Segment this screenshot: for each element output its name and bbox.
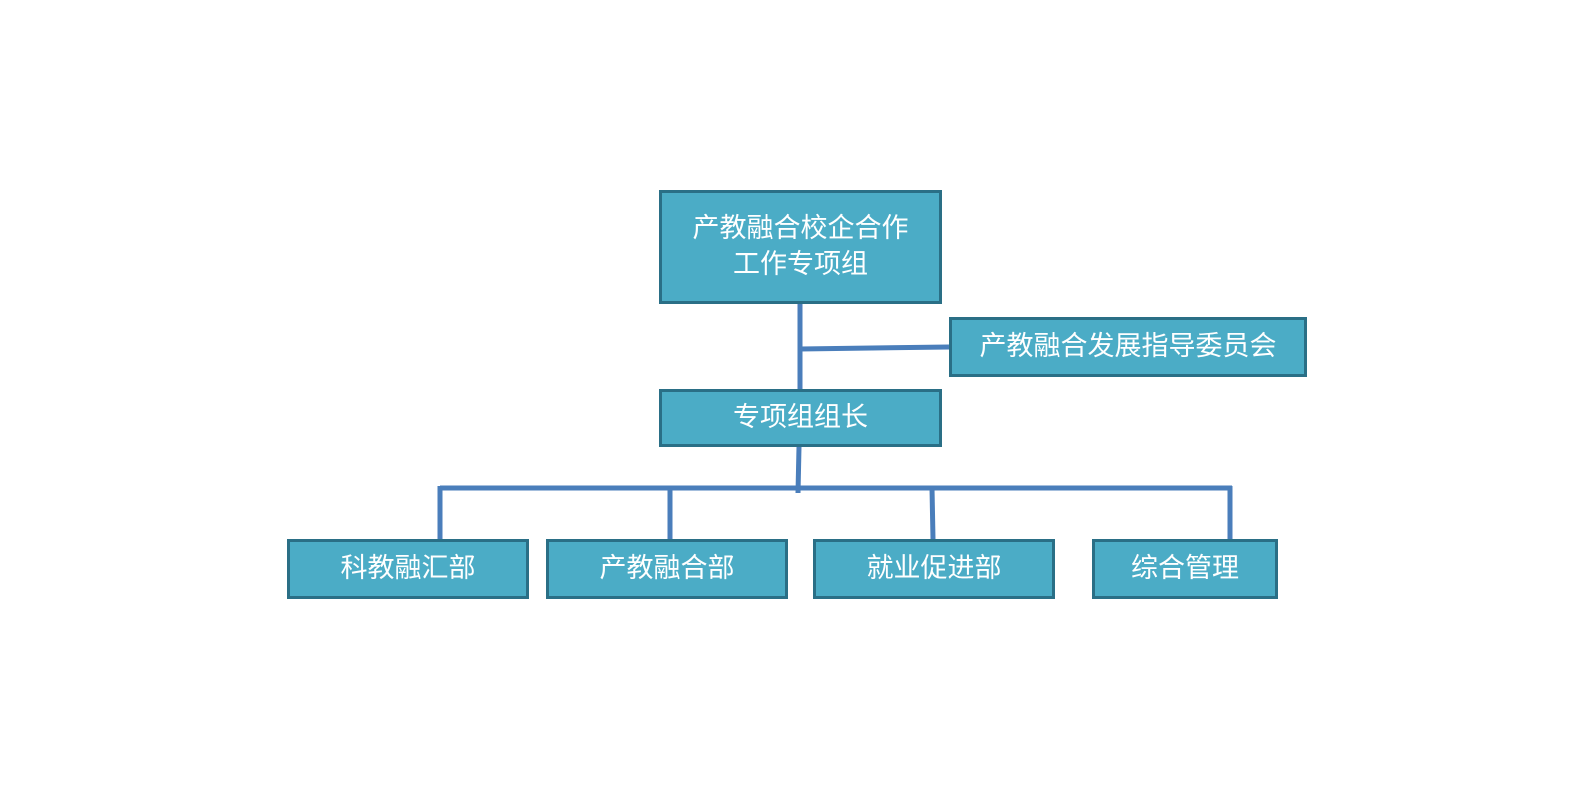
department-node-4: 综合管理 (1092, 539, 1278, 599)
advisory-committee-node: 产教融合发展指导委员会 (949, 317, 1307, 377)
connector-leader-down (795, 446, 802, 494)
group-leader-node: 专项组组长 (659, 389, 942, 447)
connector-to-dept-3 (929, 487, 936, 540)
department-node-2: 产教融合部 (546, 539, 788, 599)
connector-to-advisory (799, 344, 950, 352)
top-node-working-group: 产教融合校企合作 工作专项组 (659, 190, 942, 304)
department-node-1: 科教融汇部 (287, 539, 529, 599)
department-node-3: 就业促进部 (813, 539, 1055, 599)
